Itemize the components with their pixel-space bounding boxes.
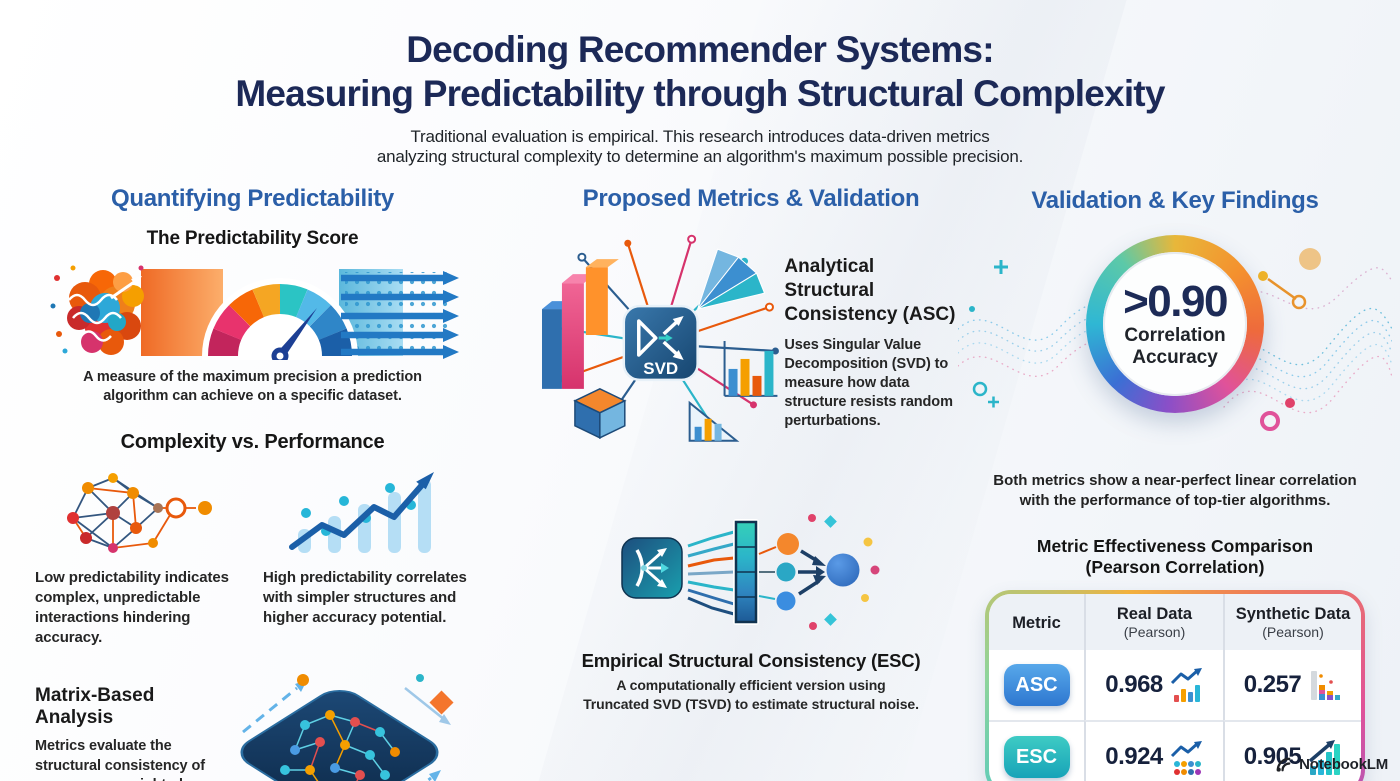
matrix-analysis-caption: Metrics evaluate the structural consiste… (35, 738, 205, 781)
matrix-analysis-text: Matrix-Based Analysis Metrics evaluate t… (35, 670, 211, 781)
page-subtitle-line1: Traditional evaluation is empirical. Thi… (410, 127, 990, 146)
comparison-table-title: Metric Effectiveness Comparison (Pearson… (958, 536, 1392, 578)
table-header-real-data: Real Data (Pearson) (1084, 594, 1223, 650)
node-connector-decoration (1258, 271, 1307, 310)
ascending-bars-arrow-icon (1309, 740, 1341, 775)
middle-column-header: Proposed Metrics & Validation (582, 185, 920, 212)
svd-triangle-chart (688, 400, 740, 442)
line-scatter-icon (1170, 741, 1202, 775)
correlation-label-line2: Accuracy (1132, 347, 1218, 368)
low-predictability-caption: Low predictability indicates complex, un… (35, 569, 229, 646)
asc-badge: ASC (1003, 664, 1070, 706)
correlation-value: >0.90 (1123, 277, 1228, 326)
page-subtitle: Traditional evaluation is empirical. Thi… (0, 127, 1400, 167)
page-subtitle-line2: analyzing structural complexity to deter… (376, 147, 1024, 166)
rising-line-bars-icon (1170, 668, 1202, 702)
right-column-header: Validation & Key Findings (1031, 187, 1319, 214)
page-title-line1: Decoding Recommender Systems: (406, 29, 994, 70)
tsvd-icon (621, 537, 683, 599)
predictability-score-title: The Predictability Score (146, 228, 359, 249)
esc-caption-line2: Truncated SVD (TSVD) to estimate structu… (583, 696, 919, 712)
asc-real-value: 0.968 (1105, 671, 1163, 698)
findings-caption-line1: Both metrics show a near-perfect linear … (993, 472, 1357, 489)
svd-icon-label: SVD (643, 359, 678, 378)
correlation-label-line1: Correlation (1124, 325, 1226, 346)
esc-title: Empirical Structural Consistency (ESC) (581, 650, 921, 671)
page-title-line2: Measuring Predictability through Structu… (235, 73, 1165, 114)
rising-bars-illustration (289, 472, 434, 553)
table-row-esc-real: 0.924 (1084, 720, 1223, 781)
truncated-column (733, 519, 759, 625)
asc-text-block: Analytical Structural Consistency (ASC) … (784, 229, 962, 447)
table-row-asc-real: 0.968 (1084, 650, 1223, 720)
header-block: Decoding Recommender Systems: Measuring … (0, 28, 1400, 167)
high-predictability-cell: High predictability correlates with simp… (263, 463, 469, 648)
svd-cube (573, 388, 627, 439)
table-row-asc-synthetic: 0.257 (1223, 650, 1361, 720)
footer-brand: NotebookLM (1274, 755, 1388, 774)
declining-bars-icon (1311, 671, 1341, 700)
svd-icon: SVD (622, 304, 699, 382)
complexity-vs-performance-title: Complexity vs. Performance (120, 431, 385, 453)
column-quantifying-predictability: Quantifying Predictability The Predictab… (35, 185, 470, 781)
matrix-diamond-illustration (240, 674, 454, 781)
asc-caption: Uses Singular Value Decomposition (SVD) … (784, 337, 953, 429)
esc-real-value: 0.924 (1105, 743, 1163, 770)
table-header-synthetic-data: Synthetic Data (Pearson) (1223, 594, 1361, 650)
brand-name: NotebookLM (1299, 756, 1388, 773)
asc-section: SVD Analytical Structural Consistency (A… (540, 229, 962, 447)
plus-icon (988, 260, 1008, 408)
esc-section: Empirical Structural Consistency (ESC) A… (540, 502, 962, 714)
asc-title: Analytical Structural Consistency (ASC) (784, 256, 956, 325)
low-predictability-cell: Low predictability indicates complex, un… (35, 463, 241, 648)
esc-badge: ESC (1003, 736, 1070, 778)
predictability-score-caption: A measure of the maximum precision a pre… (83, 369, 422, 404)
gauge-dial (202, 278, 358, 434)
correlation-badge: >0.90 Correlation Accuracy (1103, 252, 1247, 396)
asc-synthetic-value: 0.257 (1243, 671, 1302, 698)
esc-flow-illustration (621, 514, 880, 630)
network-graph-illustration (67, 473, 212, 553)
high-predictability-caption: High predictability correlates with simp… (263, 569, 467, 626)
gauge-illustration-svg (50, 265, 459, 434)
matrix-analysis-row: Matrix-Based Analysis Metrics evaluate t… (35, 670, 470, 781)
table-row-esc-synthetic: 0.905 (1223, 720, 1361, 781)
brain-cloud (50, 265, 144, 355)
comparison-table-frame: Metric Real Data (Pearson) Synthetic Dat… (985, 590, 1365, 781)
table-row-esc-metric: ESC (989, 720, 1084, 781)
correlation-badge-ring: >0.90 Correlation Accuracy (1086, 235, 1264, 413)
table-header-metric: Metric (989, 594, 1084, 650)
correlation-badge-zone: >0.90 Correlation Accuracy (958, 221, 1392, 471)
notebooklm-icon (1276, 757, 1291, 772)
column-validation-findings: Validation & Key Findings (958, 187, 1392, 781)
findings-caption-line2: with the performance of top-tier algorit… (1019, 491, 1331, 509)
comparison-table-title-line1: Metric Effectiveness Comparison (1036, 536, 1314, 556)
left-column-header: Quantifying Predictability (111, 185, 394, 212)
esc-caption: A computationally efficient version usin… (571, 676, 931, 714)
svd-3d-bars (541, 259, 619, 389)
comparison-table-title-line2: (Pearson Correlation) (1085, 557, 1265, 577)
esc-caption-line1: A computationally efficient version usin… (616, 677, 886, 693)
matrix-analysis-title: Matrix-Based Analysis (35, 685, 155, 728)
findings-caption: Both metrics show a near-perfect linear … (958, 471, 1392, 510)
comparison-table: Metric Real Data (Pearson) Synthetic Dat… (989, 594, 1361, 781)
table-row-asc-metric: ASC (989, 650, 1084, 720)
column-proposed-metrics: Proposed Metrics & Validation (540, 185, 962, 714)
complexity-performance-row: Low predictability indicates complex, un… (35, 463, 470, 648)
gauge-arrows (341, 274, 443, 356)
svd-mini-bars (723, 340, 778, 397)
predictability-gauge-illustration (45, 256, 460, 434)
svd-burst-illustration: SVD (541, 234, 779, 442)
esc-synthetic-value: 0.905 (1243, 743, 1302, 770)
